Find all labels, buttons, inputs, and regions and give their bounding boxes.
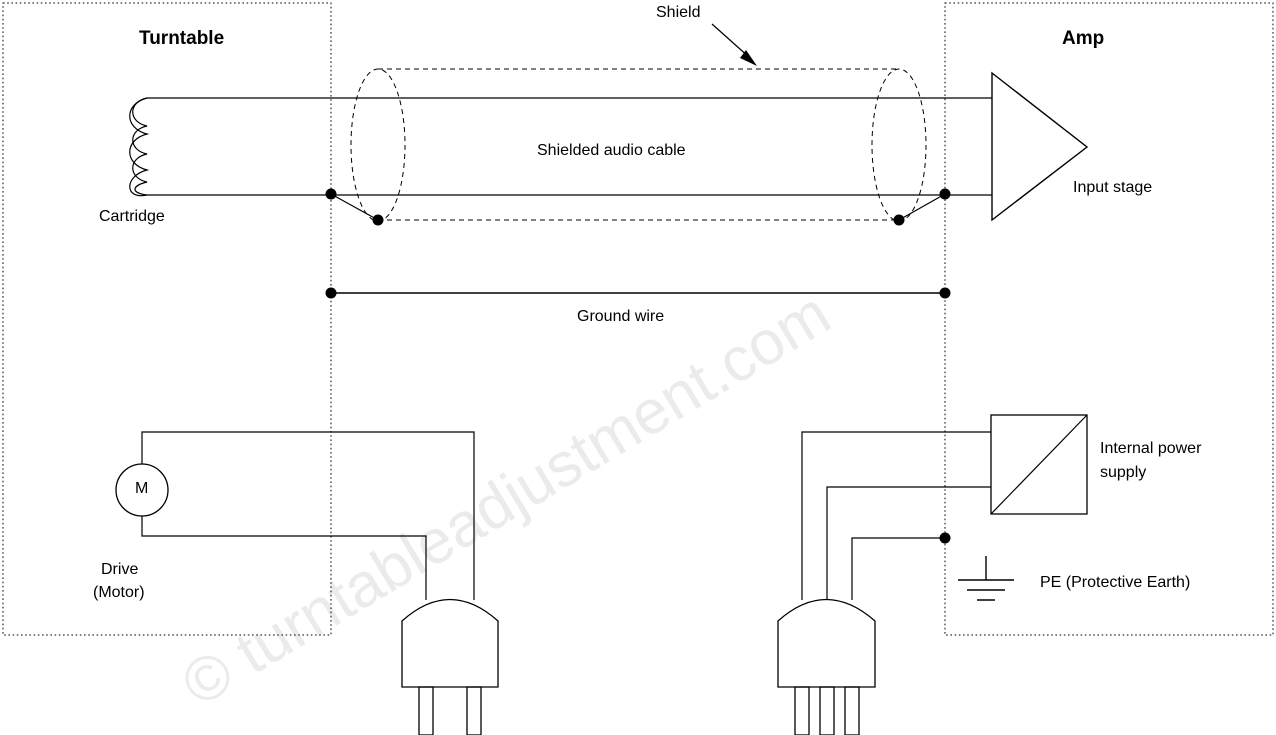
drive-motor-label-line2: (Motor) [93,584,145,601]
motor-symbol-label: M [135,480,149,497]
shield-label: Shield [656,4,701,21]
three-pin-plug-pin-left [794,686,810,735]
shield-bond-left [330,193,379,221]
shield-callout-leader [711,23,751,59]
drive-motor-label-line1: Drive [101,561,139,578]
two-pin-plug-body [401,599,499,688]
shield-callout-arrowhead [740,50,757,66]
junction-dot-shield-right-signal [939,188,951,200]
ground-wire-dot-right [939,287,951,299]
input-stage-label: Input stage [1073,179,1153,196]
junction-dot-shield-left-signal [325,188,337,200]
mains-earth-wire [851,537,945,600]
two-pin-plug-pin-left [418,686,434,735]
amp-enclosure [944,2,1274,636]
internal-power-supply-label-line2: supply [1100,464,1147,481]
turntable-enclosure [2,2,332,636]
junction-dot-shield-right-bond [893,214,905,226]
mains-neutral-wire [826,486,991,600]
ground-wire-dot-left [325,287,337,299]
amp-title: Amp [1062,28,1105,49]
cartridge-label: Cartridge [99,208,165,225]
protective-earth-label: PE (Protective Earth) [1040,574,1191,591]
three-pin-plug-body [777,599,876,688]
junction-dot-chassis-earth [939,532,951,544]
internal-power-supply-box [990,414,1088,515]
internal-power-supply-diagonal [990,414,1088,515]
ground-wire-label: Ground wire [577,308,665,325]
junction-dot-shield-left-bond [372,214,384,226]
three-pin-plug-pin-earth [844,686,860,735]
motor-wire-lower [141,516,427,600]
shielded-audio-cable-label: Shielded audio cable [537,142,686,159]
cartridge-coil-extra [132,97,148,196]
input-stage-amplifier [991,71,1089,222]
two-pin-plug-pin-right [466,686,482,735]
shield-end-ellipse-left [350,68,406,222]
mains-live-wire [801,431,991,600]
turntable-title: Turntable [139,28,225,49]
shield-end-ellipse-right [871,68,927,222]
shield-bond-right [898,193,946,221]
motor-wire-upper [141,431,475,600]
three-pin-plug-pin-center [819,686,835,735]
internal-power-supply-label-line1: Internal power [1100,440,1202,457]
